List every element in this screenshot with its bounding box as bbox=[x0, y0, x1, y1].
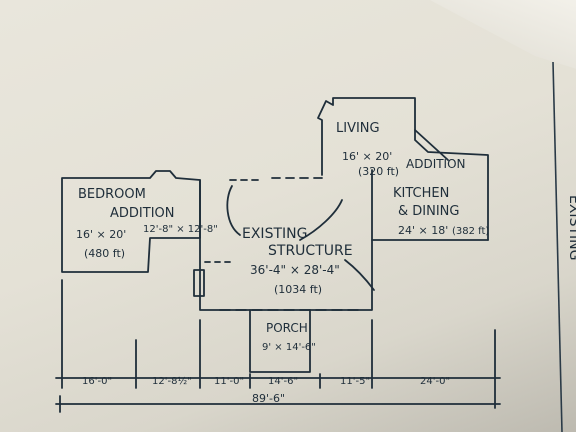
bedroom-sub-size: 12'-8" × 12'-8" bbox=[143, 224, 218, 235]
dim-total: 89'-6" bbox=[252, 392, 285, 405]
porch-size: 9' × 14'-6" bbox=[262, 342, 316, 353]
porch-outline bbox=[249, 309, 311, 373]
kitchen-label-1: KITCHEN bbox=[393, 186, 449, 201]
kitchen-area: (382 ft) bbox=[452, 226, 489, 237]
dim-segment-1: 16'-0" bbox=[82, 376, 112, 387]
porch-label: PORCH bbox=[266, 321, 308, 335]
bedroom-size: 16' × 20' bbox=[76, 228, 126, 241]
addition-label: ADDITION bbox=[406, 157, 466, 171]
bedroom-area: (480 ft) bbox=[84, 247, 125, 260]
bay-wall bbox=[414, 129, 449, 161]
dim-segment-5: 11'-5" bbox=[340, 376, 370, 387]
dim-segment-4: 14'-6" bbox=[268, 376, 298, 387]
arrow-curve-3 bbox=[344, 259, 375, 291]
arrow-curve-1 bbox=[226, 185, 241, 236]
kitchen-label-2: & DINING bbox=[398, 204, 459, 219]
fireplace bbox=[193, 269, 205, 297]
bedroom-outline bbox=[61, 170, 201, 273]
border-line bbox=[552, 61, 563, 432]
dim-segment-3: 11'-0" bbox=[214, 376, 244, 387]
living-outline bbox=[317, 97, 489, 241]
bedroom-label-2: ADDITION bbox=[110, 206, 174, 221]
living-area: (320 ft) bbox=[358, 165, 399, 178]
dim-segment-6: 24'-0" bbox=[420, 376, 450, 387]
existing-area: (1034 ft) bbox=[274, 283, 322, 296]
living-size: 16' × 20' bbox=[342, 150, 392, 163]
dim-segment-2: 12'-8½" bbox=[152, 375, 192, 387]
margin-title: EXISTING bbox=[566, 195, 576, 260]
arrow-curve-2 bbox=[299, 199, 343, 241]
existing-label-1: EXISTING bbox=[242, 226, 307, 242]
existing-label-2: STRUCTURE bbox=[268, 243, 353, 259]
living-label: LIVING bbox=[336, 121, 380, 136]
existing-size: 36'-4" × 28'-4" bbox=[250, 263, 340, 277]
kitchen-size: 24' × 18' bbox=[398, 224, 448, 237]
bedroom-label-1: BEDROOM bbox=[78, 187, 146, 202]
